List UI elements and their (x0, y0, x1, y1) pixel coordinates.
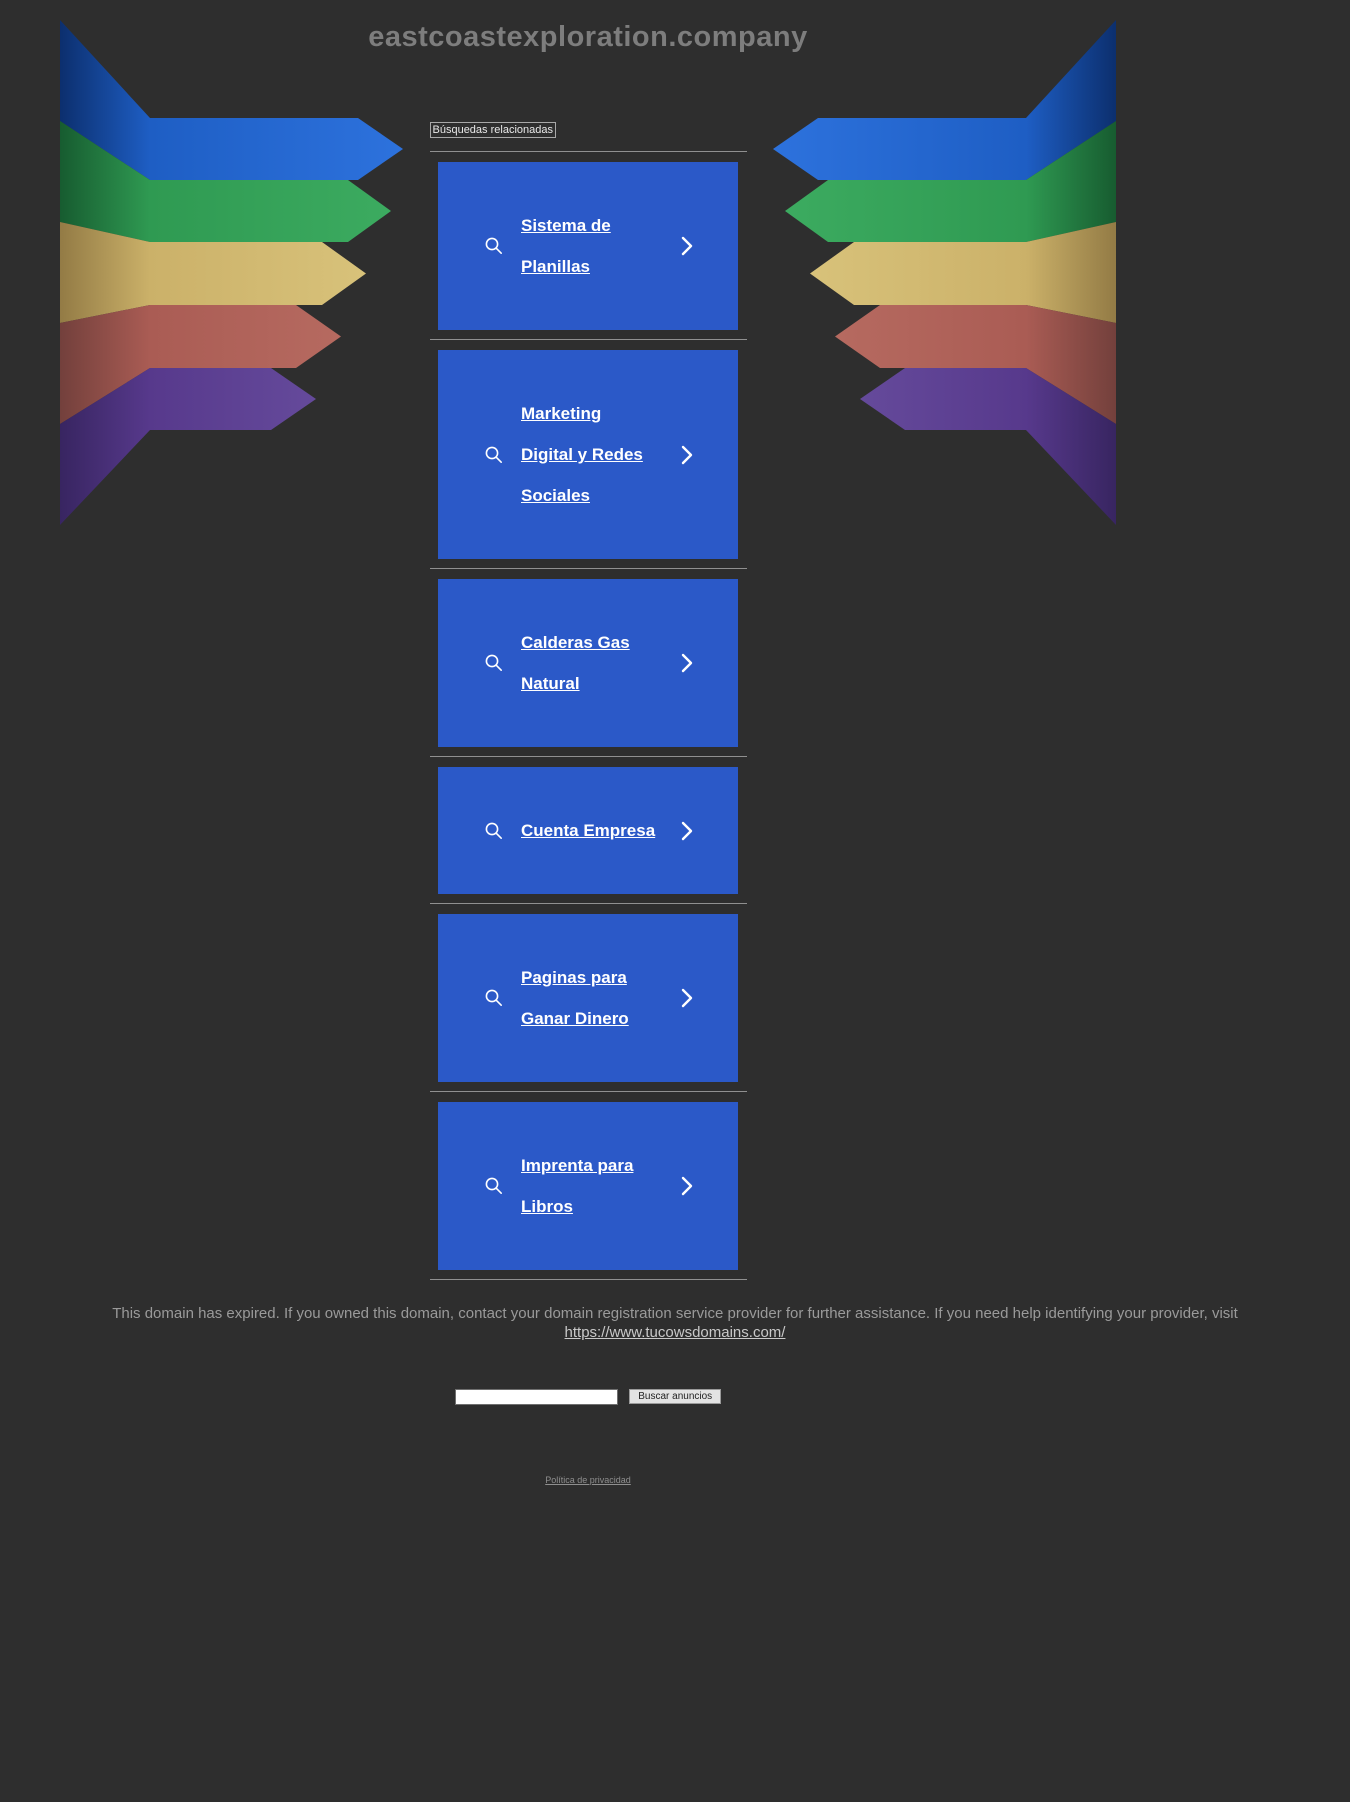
decorative-ribbons-right (771, 20, 1116, 525)
divider (429, 339, 747, 340)
expired-notice: This domain has expired. If you owned th… (0, 1304, 1350, 1342)
ad-search-form: Buscar anuncios (0, 1388, 1176, 1406)
divider (429, 1091, 747, 1092)
related-search-card[interactable]: Imprenta para Libros (438, 1102, 738, 1270)
related-searches-label: Búsquedas relacionadas (429, 122, 556, 138)
chevron-right-icon (680, 651, 694, 675)
related-search-card[interactable]: Paginas para Ganar Dinero (438, 914, 738, 1082)
chevron-right-icon (680, 443, 694, 467)
main-content: eastcoastexploration.company (60, 20, 1116, 1280)
ad-search-button[interactable]: Buscar anuncios (629, 1389, 722, 1405)
search-icon (484, 1176, 504, 1196)
expired-notice-text: This domain has expired. If you owned th… (112, 1305, 1238, 1322)
related-search-card[interactable]: Calderas Gas Natural (438, 579, 738, 747)
search-icon (484, 821, 504, 841)
related-search-label: Calderas Gas Natural (521, 633, 630, 693)
ad-search-input[interactable] (454, 1388, 618, 1405)
tucows-domains-link[interactable]: https://www.tucowsdomains.com/ (564, 1324, 786, 1341)
related-search-label: Imprenta para Libros (521, 1156, 634, 1216)
divider (429, 568, 747, 569)
related-search-label: Cuenta Empresa (521, 821, 656, 840)
related-search-label: Marketing Digital y Redes Sociales (521, 404, 643, 505)
divider (429, 756, 747, 757)
search-icon (484, 236, 504, 256)
search-icon (484, 653, 504, 673)
related-search-card[interactable]: Cuenta Empresa (438, 767, 738, 894)
chevron-right-icon (680, 234, 694, 258)
ribbon-graphic (773, 20, 1116, 525)
related-search-label: Paginas para Ganar Dinero (521, 968, 629, 1028)
decorative-ribbons-left (60, 20, 405, 525)
related-search-label: Sistema de Planillas (521, 216, 611, 276)
related-search-card[interactable]: Marketing Digital y Redes Sociales (438, 350, 738, 559)
page-title: eastcoastexploration.company (368, 21, 808, 53)
privacy-link[interactable]: Política de privacidad (545, 1475, 631, 1485)
ribbon-graphic (60, 20, 403, 525)
privacy-section: Política de privacidad (0, 1470, 1176, 1528)
chevron-right-icon (680, 986, 694, 1010)
search-icon (484, 445, 504, 465)
search-icon (484, 988, 504, 1008)
divider (429, 1279, 747, 1280)
related-searches-section: Búsquedas relacionadas Sistema de Planil… (429, 120, 747, 1280)
chevron-right-icon (680, 1174, 694, 1198)
related-search-card[interactable]: Sistema de Planillas (438, 162, 738, 330)
divider (429, 903, 747, 904)
divider (429, 151, 747, 152)
footer: This domain has expired. If you owned th… (0, 1304, 1350, 1528)
chevron-right-icon (680, 819, 694, 843)
